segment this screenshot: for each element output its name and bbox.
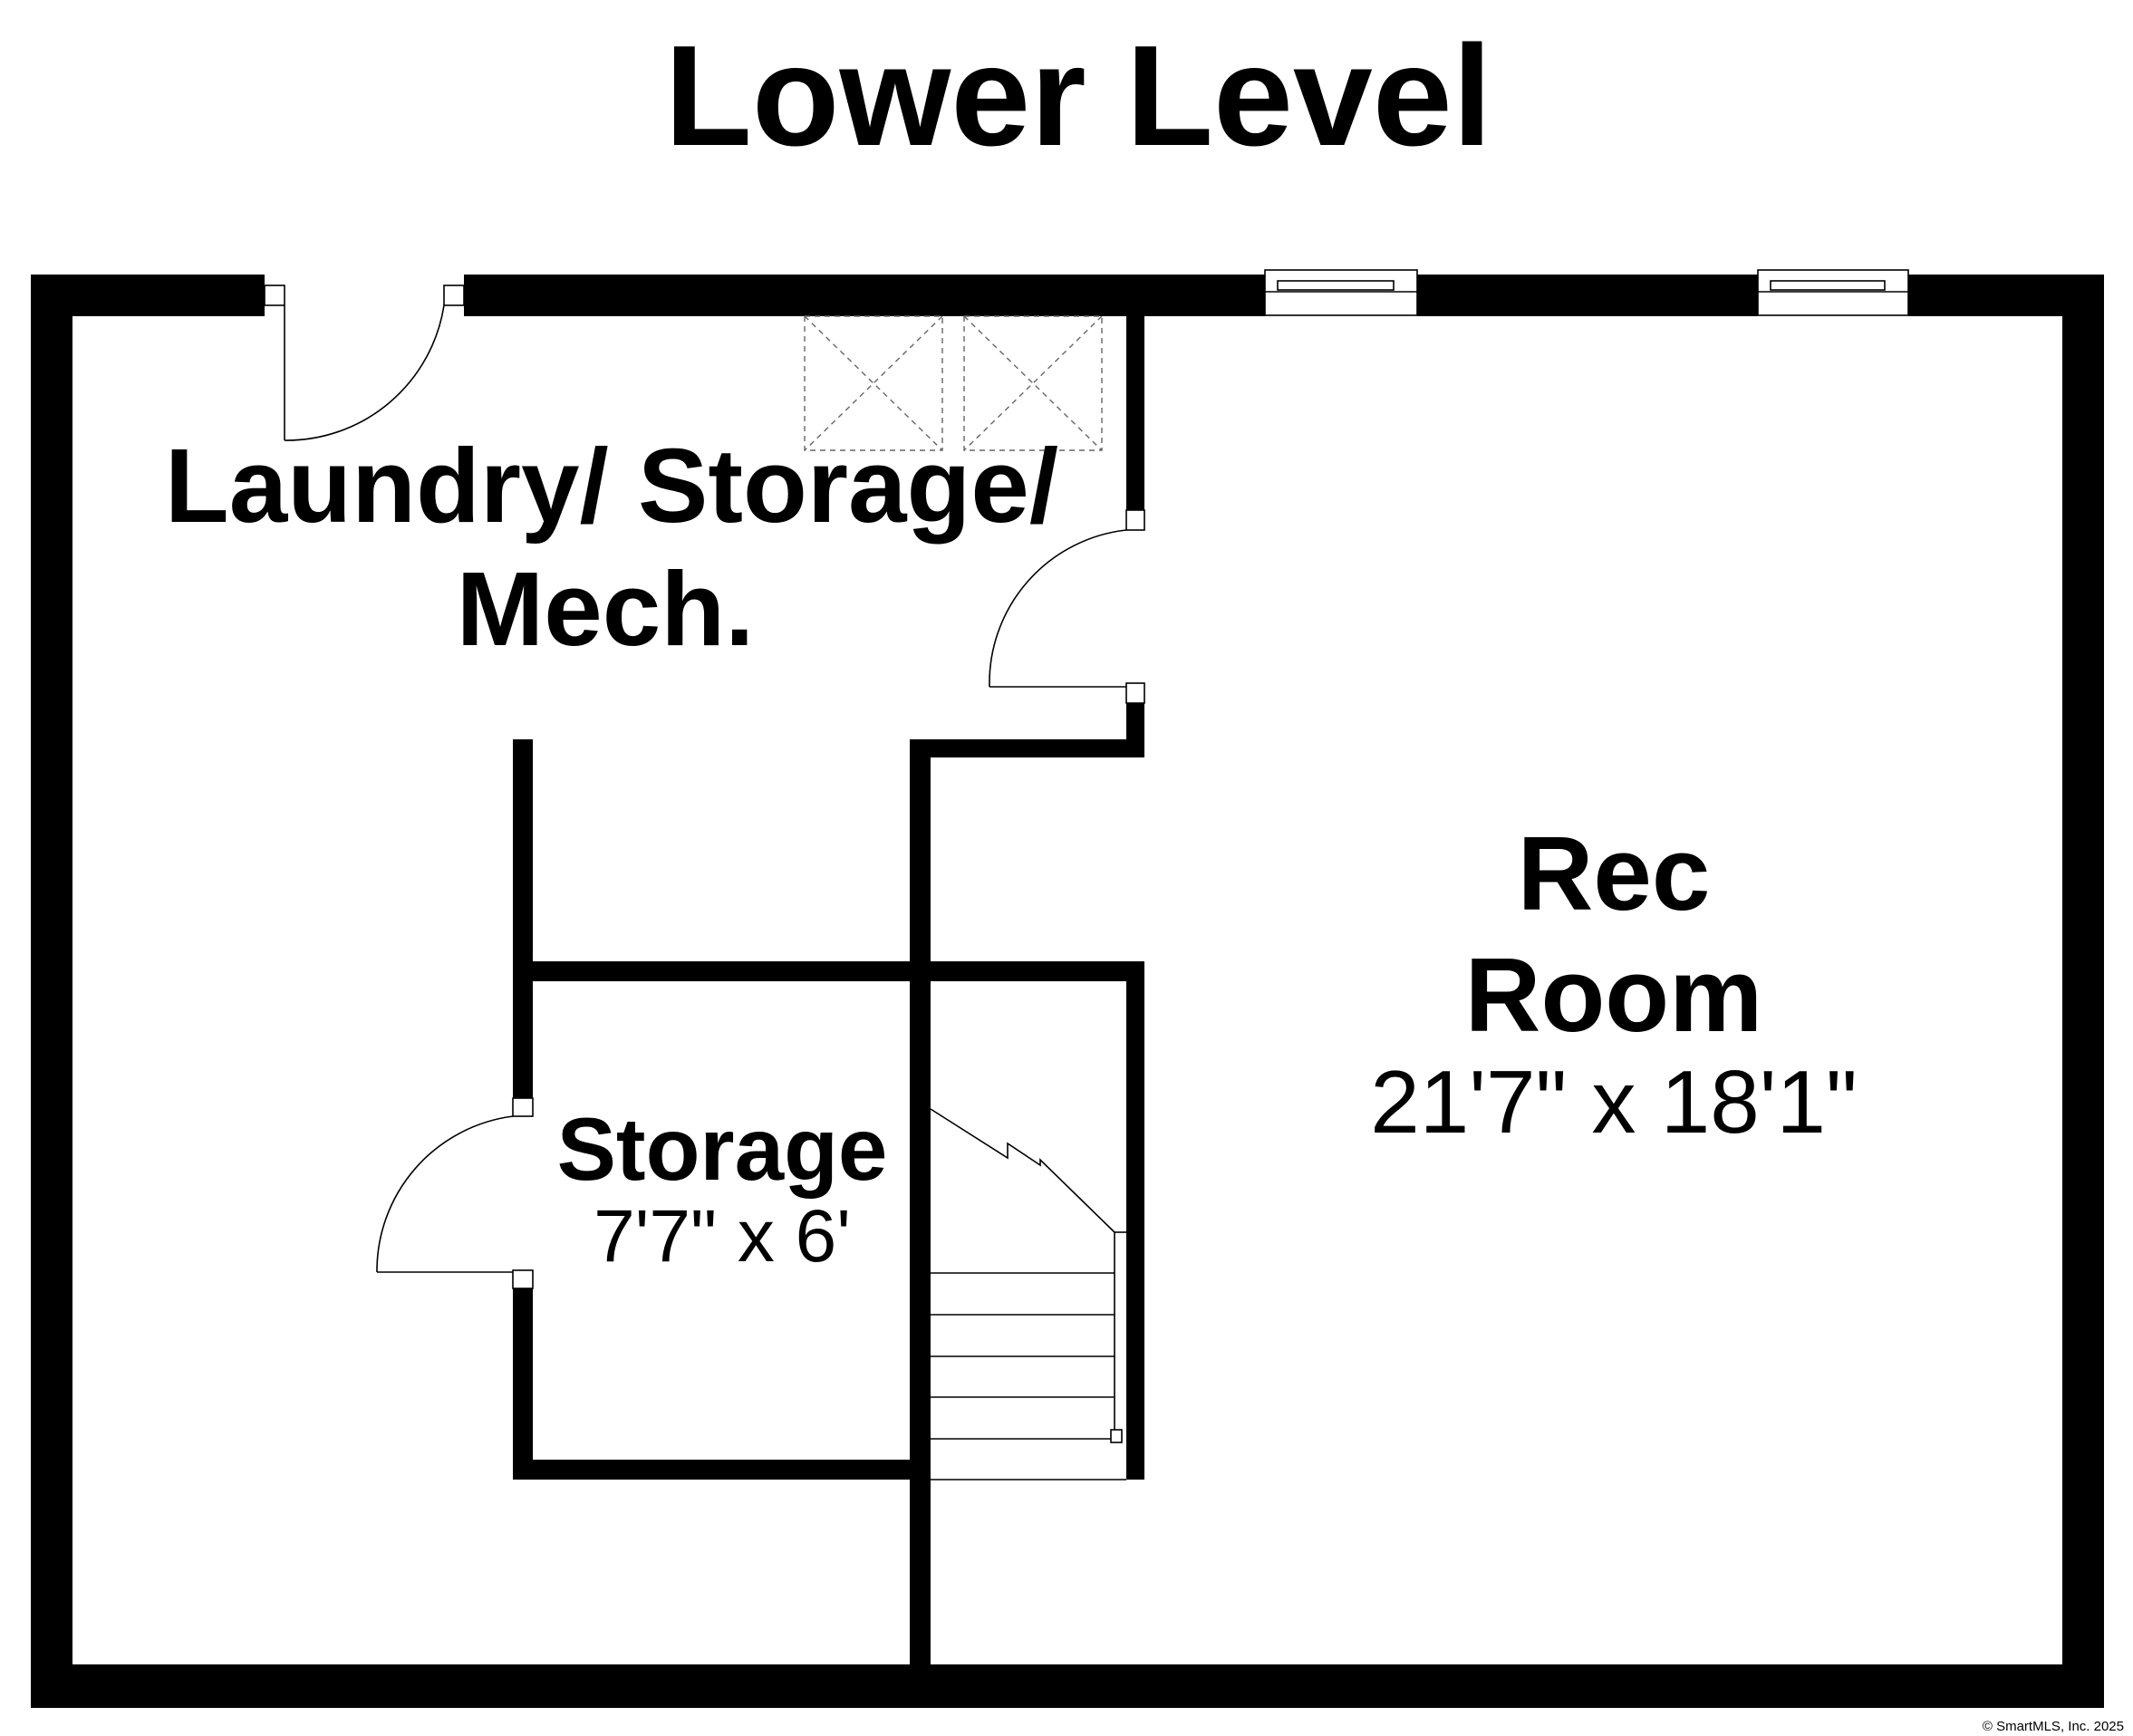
plan-title: Lower Level (664, 16, 1491, 176)
laundry-room-name-line2: Mech. (457, 550, 755, 668)
wall-storage-bottom (513, 1460, 910, 1480)
window-1 (1264, 269, 1418, 316)
storage-door (376, 1097, 534, 1289)
staircase (930, 1108, 1126, 1480)
entry-door (264, 285, 465, 441)
storage-room-dimensions: 7'7" x 6' (594, 1195, 851, 1278)
wall-step-horizontal (910, 739, 1144, 757)
wall-stair-right (1126, 961, 1144, 1480)
dryer (963, 315, 1103, 451)
wall-top-between-windows (1417, 275, 1758, 316)
window-2 (1757, 269, 1909, 316)
rec-room-door (989, 509, 1145, 704)
wall-top-middle (464, 275, 1265, 316)
interior-walls (513, 316, 1144, 1708)
wall-storage-top (513, 961, 1144, 981)
laundry-room-name-line1: Laundry/ Storage/ (165, 427, 1058, 545)
wall-right (2062, 275, 2104, 1708)
wall-laundry-rec-upper (1126, 316, 1144, 510)
rec-room-name-line1: Rec (1518, 815, 1711, 932)
rec-room-dimensions: 21'7" x 18'1" (1370, 1052, 1857, 1152)
wall-central-vertical (910, 739, 931, 1708)
wall-left (31, 275, 72, 1708)
washer (804, 315, 943, 451)
exterior-walls (31, 275, 2104, 1708)
wall-storage-left-lower (513, 1288, 533, 1480)
wall-storage-left-upper (513, 739, 533, 1098)
copyright-notice: © SmartMLS, Inc. 2025 (1983, 1719, 2124, 1734)
wall-bottom (31, 1664, 2104, 1708)
rec-room-name-line2: Room (1465, 936, 1763, 1054)
storage-room-name: Storage (557, 1099, 888, 1199)
